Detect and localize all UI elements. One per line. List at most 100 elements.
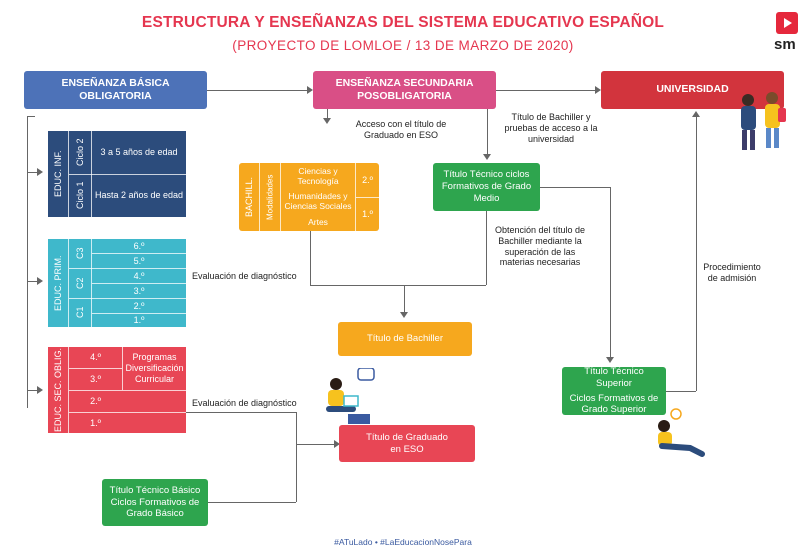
evaluacion-diagnostico-eso: Evaluación de diagnóstico [192, 398, 297, 408]
tecnico-medio-label: Título Técnico ciclos Formativos de Grad… [441, 169, 532, 204]
connector-to-graduado [296, 444, 334, 445]
primaria-course: 5.º [133, 255, 145, 266]
titulo-graduado-box: Título de Graduado en ESO [339, 425, 475, 462]
separator [356, 197, 379, 198]
connector-down [487, 109, 488, 154]
separator [69, 268, 186, 269]
separator [92, 253, 186, 254]
eso-course-4: 4.º [90, 352, 101, 363]
arrow-right-icon [595, 86, 601, 94]
sitting-student-icon [658, 408, 705, 457]
primaria-course: 2.º [133, 300, 145, 311]
arrow-down-icon [323, 118, 331, 124]
tecnico-superior-line1: Título Técnico Superior [584, 365, 644, 389]
educacion-primaria-label: EDUC. PRIM. [53, 255, 63, 311]
primaria-course: 6.º [133, 240, 145, 251]
educacion-primaria-block: EDUC. PRIM. C3 C2 C1 6.º 5.º 4.º 3.º 2.º… [48, 239, 186, 327]
page-subtitle: (PROYECTO DE LOMLOE / 13 DE MARZO DE 202… [232, 38, 574, 53]
modalidad-humanidades: Humanidades y Ciencias Sociales [284, 190, 352, 211]
arrow-right-icon [37, 168, 43, 176]
bachillerato-course-1: 1.º [362, 209, 373, 220]
primaria-course: 4.º [133, 270, 145, 281]
connector-vertical [696, 117, 697, 391]
connector-join [310, 285, 486, 286]
eso-course-1: 1.º [90, 417, 101, 428]
primaria-course: 1.º [133, 315, 145, 326]
connector-medio-superior [540, 187, 610, 188]
programas-diversificacion: Programas Diversificación Curricular [125, 352, 184, 384]
ciclo2-label: Ciclo 2 [75, 138, 85, 167]
separator [69, 298, 186, 299]
connector-down [327, 109, 328, 118]
separator [280, 163, 281, 231]
connector-vertical [610, 187, 611, 357]
cycle-c3-label: C3 [75, 247, 85, 260]
separator [91, 239, 92, 327]
reading-student-icon [326, 368, 375, 424]
separator [92, 283, 186, 284]
separator [355, 163, 356, 231]
cycle-c2-label: C2 [75, 277, 85, 289]
evaluacion-diagnostico-primaria: Evaluación de diagnóstico [192, 271, 297, 281]
separator [68, 347, 69, 433]
ciclo1-label: Ciclo 1 [75, 181, 85, 210]
connector-eso-graduado [186, 412, 296, 413]
separator [68, 131, 69, 217]
universidad-label: UNIVERSIDAD [656, 83, 729, 96]
arrow-right-icon [37, 277, 43, 285]
separator [69, 368, 122, 369]
ciclo2-text: 3 a 5 años de edad [100, 147, 178, 158]
spine-tick [27, 116, 35, 117]
bachiller-pruebas-note: Título de Bachiller y pruebas de acceso … [504, 112, 598, 144]
educacion-secundaria-obligatoria-block: EDUC. SEC. OBLIG. 4.º 3.º Programas Dive… [48, 347, 186, 433]
educacion-secundaria-label: EDUC. SEC. OBLIG. [53, 347, 63, 433]
educacion-infantil-label: EDUC. INF. [53, 150, 63, 198]
ciclo1-text: Hasta 2 años de edad [94, 190, 184, 201]
tecnico-basico-box: Título Técnico Básico Ciclos Formativos … [102, 479, 208, 526]
titulo-graduado-label: Título de Graduado en ESO [366, 431, 448, 455]
arrow-down-icon [483, 154, 491, 160]
eso-course-3: 3.º [90, 374, 101, 385]
separator [68, 239, 69, 327]
connector-secundaria-universidad [496, 90, 595, 91]
spine-tick [27, 390, 37, 391]
arrow-right-icon [307, 86, 313, 94]
connector-down [404, 285, 405, 312]
left-spine-line [27, 116, 28, 408]
footer-hashtags: #ATuLado • #LaEducacionNosePara [334, 537, 472, 547]
separator [259, 163, 260, 231]
eso-course-2: 2.º [90, 396, 101, 407]
bachillerato-label: BACHILL. [244, 176, 254, 218]
connector-vertical [296, 412, 297, 502]
titulo-bachiller-label: Título de Bachiller [366, 333, 444, 345]
bachillerato-block: BACHILL. Modalidades Ciencias y Tecnolog… [239, 163, 379, 231]
educacion-infantil-block: EDUC. INF. Ciclo 2 Ciclo 1 3 a 5 años de… [48, 131, 186, 217]
cycle-c1-label: C1 [75, 306, 85, 319]
spine-tick [27, 281, 37, 282]
titulo-bachiller-box: Título de Bachiller [338, 322, 472, 356]
obtencion-note: Obtención del título de Bachiller median… [494, 225, 586, 268]
arrow-right-icon [334, 440, 340, 448]
separator [69, 174, 186, 175]
tecnico-superior-line2: Ciclos Formativos de Grado Superior [569, 392, 659, 416]
separator [122, 347, 123, 390]
ensenanza-secundaria-label: ENSEÑANZA SECUNDARIA POSOBLIGATORIA [335, 76, 474, 102]
students-illustration-icon [741, 92, 786, 150]
sm-logo-text: sm [774, 36, 796, 53]
primaria-course: 3.º [133, 285, 145, 296]
arrow-down-icon [606, 357, 614, 363]
connector-medio [486, 211, 487, 285]
tecnico-basico-label: Título Técnico Básico Ciclos Formativos … [109, 484, 201, 520]
procedimiento-note: Procedimiento de admisión [703, 262, 761, 283]
modalidad-ciencias: Ciencias y Tecnología [297, 165, 339, 186]
arrow-up-icon [692, 111, 700, 117]
arrow-down-icon [400, 312, 408, 318]
separator [69, 390, 186, 391]
ensenanza-basica-label: ENSEÑANZA BÁSICA OBLIGATORIA [61, 76, 170, 102]
spine-tick [27, 172, 37, 173]
arrow-right-icon [37, 386, 43, 394]
tecnico-medio-box: Título Técnico ciclos Formativos de Grad… [433, 163, 540, 211]
separator [92, 313, 186, 314]
page-title: ESTRUCTURA Y ENSEÑANZAS DEL SISTEMA EDUC… [141, 14, 665, 31]
modalidad-artes: Artes [308, 216, 328, 227]
